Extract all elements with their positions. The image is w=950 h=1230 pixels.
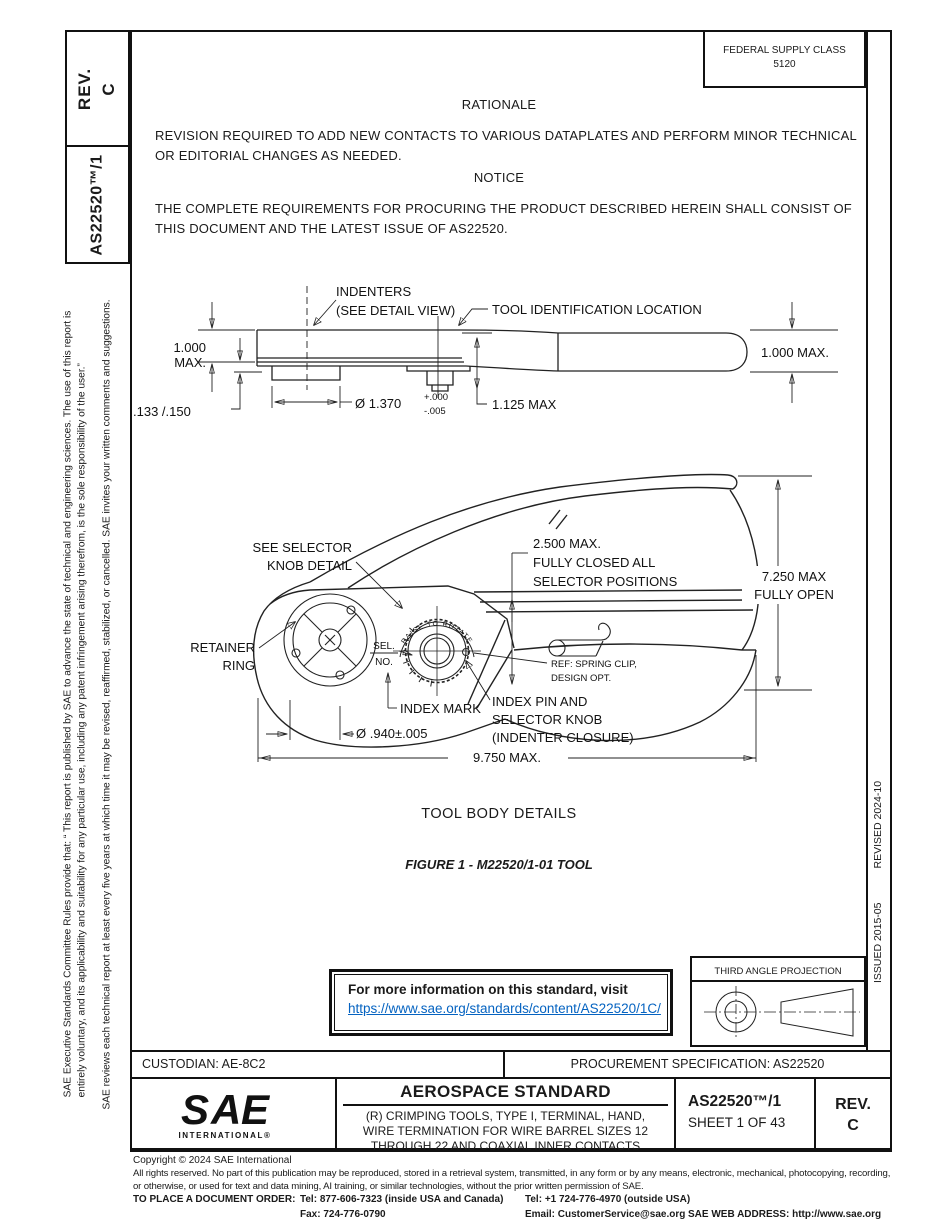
standard-title-line: (R) CRIMPING TOOLS, TYPE I, TERMINAL, HA… xyxy=(365,1109,646,1123)
disclaimer-line: SAE Executive Standards Committee Rules … xyxy=(62,310,74,1098)
label-see-selector-2: KNOB DETAIL xyxy=(267,558,352,573)
sae-logo: S A E INTERNATIONAL® xyxy=(178,1086,271,1140)
label-retainer-2: RING xyxy=(223,658,256,673)
label-index-pin-2: SELECTOR KNOB xyxy=(492,712,602,727)
doc-number-cell: AS22520™/1 SHEET 1 OF 43 xyxy=(674,1079,814,1150)
label-ref-spring-clip-1: REF: SPRING CLIP, xyxy=(551,659,637,670)
rationale-text: REVISION REQUIRED TO ADD NEW CONTACTS TO… xyxy=(155,128,857,163)
dim-940: Ø .940±.005 xyxy=(356,726,427,741)
doc-number-side: AS22520™/1 xyxy=(88,153,106,256)
footer-rev-label: REV. xyxy=(835,1095,871,1113)
third-angle-projection-box: THIRD ANGLE PROJECTION xyxy=(690,956,866,1047)
third-angle-projection-title: THIRD ANGLE PROJECTION xyxy=(692,958,864,982)
rev-box: REV. C xyxy=(65,30,130,147)
right-column-divider xyxy=(866,30,868,1050)
order-tel-2: Tel: +1 724-776-4970 (outside USA) xyxy=(525,1194,691,1205)
copyright-line-1: Copyright © 2024 SAE International xyxy=(133,1155,292,1166)
dim-1125: 1.125 MAX xyxy=(492,397,557,412)
dim-2500-1: 2.500 MAX. xyxy=(533,536,601,551)
rev-cell: REV. C xyxy=(814,1079,890,1150)
dim-7250-1: 7.250 MAX xyxy=(762,569,827,584)
federal-supply-class-box: FEDERAL SUPPLY CLASS 5120 xyxy=(703,30,866,88)
notice-text: THE COMPLETE REQUIREMENTS FOR PROCURING … xyxy=(155,201,852,236)
standard-title-line: THROUGH 22 AND COAXIAL INNER CONTACTS xyxy=(370,1139,641,1153)
revised-date: REVISED 2024-10 xyxy=(872,780,885,869)
custodian-row: CUSTODIAN: AE-8C2 PROCUREMENT SPECIFICAT… xyxy=(130,1050,892,1079)
logo-letter-a: A xyxy=(210,1086,241,1133)
notice-title: NOTICE xyxy=(473,170,525,185)
dim-diameter-tol-minus: -.005 xyxy=(424,406,446,417)
dim-diameter: Ø 1.370 xyxy=(355,396,401,411)
disclaimer-line: entirely voluntary, and its applicabilit… xyxy=(76,363,88,1098)
standard-link[interactable]: https://www.sae.org/standards/content/AS… xyxy=(348,1001,661,1016)
logo-subtext: INTERNATIONAL® xyxy=(178,1131,271,1140)
label-index-pin-3: (INDENTER CLOSURE) xyxy=(492,730,634,745)
sheet-number: SHEET 1 OF 43 xyxy=(688,1115,786,1130)
fsc-label: FEDERAL SUPPLY CLASS xyxy=(723,45,846,56)
fsc-value: 5120 xyxy=(773,59,796,70)
info-box-text: For more information on this standard, v… xyxy=(348,982,628,997)
dim-1000-left-1: 1.000 xyxy=(173,340,206,355)
doc-number-box: AS22520™/1 xyxy=(65,145,130,264)
label-see-selector-1: SEE SELECTOR xyxy=(253,540,352,555)
order-web: SAE WEB ADDRESS: http://www.sae.org xyxy=(688,1209,882,1220)
dim-2500-3: SELECTOR POSITIONS xyxy=(533,574,678,589)
label-indenters-detail: (SEE DETAIL VIEW) xyxy=(336,303,455,318)
logo-letter-s: S xyxy=(181,1086,209,1133)
side-disclaimer-2: SAE reviews each technical report at lea… xyxy=(93,268,121,1140)
copyright-line-3: or otherwise, or used for text and data … xyxy=(133,1181,644,1192)
side-disclaimer-1: SAE Executive Standards Committee Rules … xyxy=(56,268,94,1140)
label-sel: SEL. xyxy=(373,641,395,652)
order-label: TO PLACE A DOCUMENT ORDER: xyxy=(133,1194,296,1205)
label-no: NO. xyxy=(375,657,393,668)
dim-9750: 9.750 MAX. xyxy=(473,750,541,765)
dim-strip: .133 /.150 xyxy=(133,404,191,419)
tool-side-view-drawing: RAISE TO ROTATE xyxy=(190,473,846,765)
logo-letter-e: E xyxy=(241,1086,271,1133)
issued-date: ISSUED 2015-05 xyxy=(872,902,885,984)
figure-caption: FIGURE 1 - M22520/1-01 TOOL xyxy=(405,857,593,872)
issued-revised-column: ISSUED 2015-05 REVISED 2024-10 xyxy=(866,752,890,1012)
info-box: For more information on this standard, v… xyxy=(329,969,673,1036)
disclaimer-line: SAE reviews each technical report at lea… xyxy=(101,298,113,1110)
dim-7250-2: FULLY OPEN xyxy=(754,587,834,602)
dim-2500-2: FULLY CLOSED ALL xyxy=(533,555,655,570)
rev-value: C xyxy=(99,81,119,96)
tool-body-details-title: TOOL BODY DETAILS xyxy=(421,806,577,822)
dim-1000-right: 1.000 MAX. xyxy=(761,345,829,360)
third-angle-projection-symbol xyxy=(704,986,860,1038)
standard-title-line: WIRE TERMINATION FOR WIRE BARREL SIZES 1… xyxy=(362,1124,649,1138)
footer-rev-value: C xyxy=(847,1116,859,1134)
order-email: Email: CustomerService@sae.org xyxy=(525,1209,686,1220)
standard-title-cell: AEROSPACE STANDARD (R) CRIMPING TOOLS, T… xyxy=(335,1079,674,1153)
procurement-cell: PROCUREMENT SPECIFICATION: AS22520 xyxy=(503,1052,890,1077)
custodian-cell: CUSTODIAN: AE-8C2 xyxy=(142,1057,266,1071)
label-tool-id: TOOL IDENTIFICATION LOCATION xyxy=(492,302,702,317)
order-tel-1: Tel: 877-606-7323 (inside USA and Canada… xyxy=(300,1194,504,1205)
title-block: S A E INTERNATIONAL® AEROSPACE STANDARD … xyxy=(130,1077,892,1153)
label-index-mark: INDEX MARK xyxy=(400,701,481,716)
logo-cell: S A E INTERNATIONAL® xyxy=(132,1079,335,1150)
dim-1000-left-2: MAX. xyxy=(174,355,206,370)
rationale-title: RATIONALE xyxy=(461,97,537,112)
label-index-pin-1: INDEX PIN AND xyxy=(492,694,587,709)
tool-top-view-drawing: INDENTERS (SEE DETAIL VIEW) TOOL IDENTIF… xyxy=(133,284,838,419)
dim-diameter-tol-plus: +.000 xyxy=(424,392,448,403)
label-retainer-1: RETAINER xyxy=(190,640,255,655)
copyright-line-2: All rights reserved. No part of this pub… xyxy=(133,1168,891,1179)
label-indenters: INDENTERS xyxy=(336,284,411,299)
order-fax: Fax: 724-776-0790 xyxy=(300,1209,386,1220)
standard-type: AEROSPACE STANDARD xyxy=(400,1082,611,1101)
label-ref-spring-clip-2: DESIGN OPT. xyxy=(551,673,611,684)
rev-label: REV. xyxy=(75,67,95,110)
doc-number: AS22520™/1 xyxy=(688,1093,782,1110)
main-border xyxy=(130,30,892,1150)
